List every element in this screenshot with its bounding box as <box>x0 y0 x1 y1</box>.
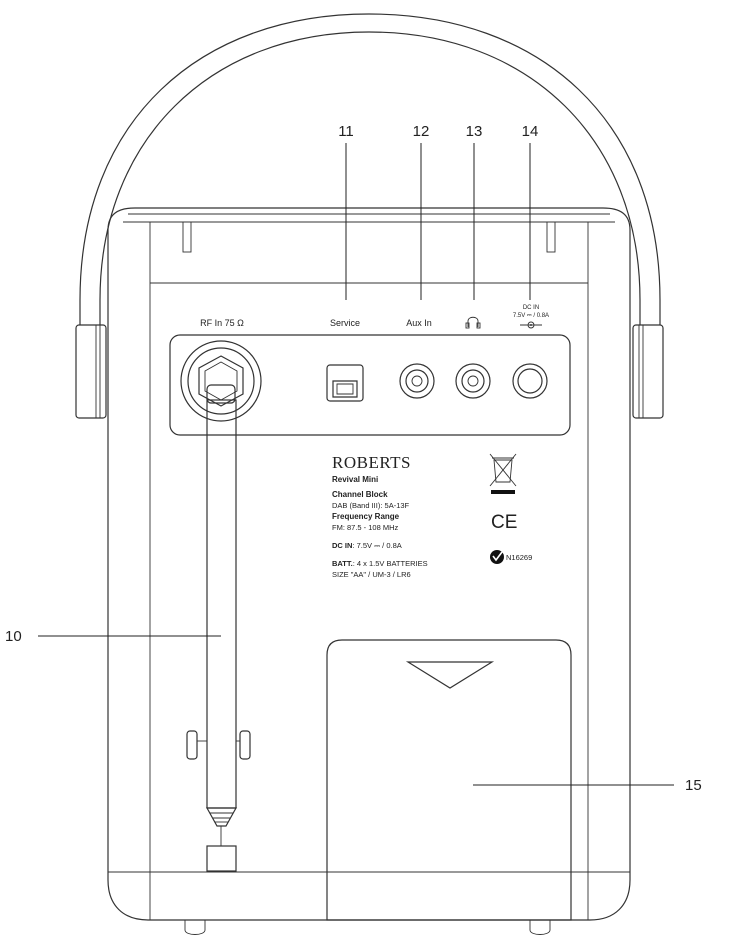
frequency-range-value: FM: 87.5 - 108 MHz <box>332 523 399 532</box>
connector-panel <box>169 334 571 436</box>
callout-13: 13 <box>466 123 483 140</box>
dc-in-panel-rating: 7.5V ⎓ / 0.8A <box>513 313 549 319</box>
dc-in-panel-title: DC IN <box>523 305 539 311</box>
aux-in-jack[interactable] <box>399 363 435 399</box>
headphone-icon <box>465 316 481 329</box>
callout-14: 14 <box>522 123 539 140</box>
brand-logo: ROBERTS <box>332 453 411 472</box>
handle-pivot-left <box>75 324 107 419</box>
battery-spec-label: BATT. <box>332 559 353 568</box>
rf-antenna-socket[interactable] <box>180 340 262 422</box>
telescopic-antenna[interactable] <box>186 384 251 872</box>
radio-body <box>107 207 631 935</box>
callout-10: 10 <box>5 628 22 645</box>
callout-11: 11 <box>338 123 354 140</box>
weee-bin-icon <box>489 453 517 494</box>
carry-handle <box>79 13 661 325</box>
channel-block-value: DAB (Band III): 5A-13F <box>332 501 410 510</box>
channel-block-title: Channel Block <box>332 490 388 499</box>
callout-12: 12 <box>413 123 430 140</box>
battery-cover[interactable] <box>326 639 572 921</box>
aux-in-label: Aux In <box>406 318 432 328</box>
service-label: Service <box>330 318 360 328</box>
ce-mark: CE <box>491 512 517 533</box>
dc-in-spec-line: DC IN: 7.5V ⎓ / 0.8A <box>332 541 402 550</box>
service-usb-port[interactable] <box>326 364 364 402</box>
rf-in-label: RF In 75 Ω <box>200 318 244 328</box>
rcm-mark-icon <box>490 550 504 564</box>
dc-in-spec-value: : 7.5V ⎓ / 0.8A <box>352 541 401 550</box>
handle-pivot-right <box>632 324 664 419</box>
rating-plate: ROBERTS Revival Mini Channel Block DAB (… <box>332 453 428 579</box>
dc-in-socket[interactable] <box>512 363 548 399</box>
dc-in-spec-label: DC IN <box>332 541 352 550</box>
battery-size: SIZE "AA" / UM-3 / LR6 <box>332 570 411 579</box>
compliance-code: N16269 <box>506 553 532 562</box>
frequency-range-title: Frequency Range <box>332 512 400 521</box>
battery-spec-line: BATT.: 4 x 1.5V BATTERIES <box>332 559 428 568</box>
dc-polarity-icon <box>520 321 542 329</box>
model-name: Revival Mini <box>332 475 378 484</box>
headphone-jack[interactable] <box>455 363 491 399</box>
battery-spec-value: : 4 x 1.5V BATTERIES <box>353 559 428 568</box>
callout-15: 15 <box>685 777 702 794</box>
